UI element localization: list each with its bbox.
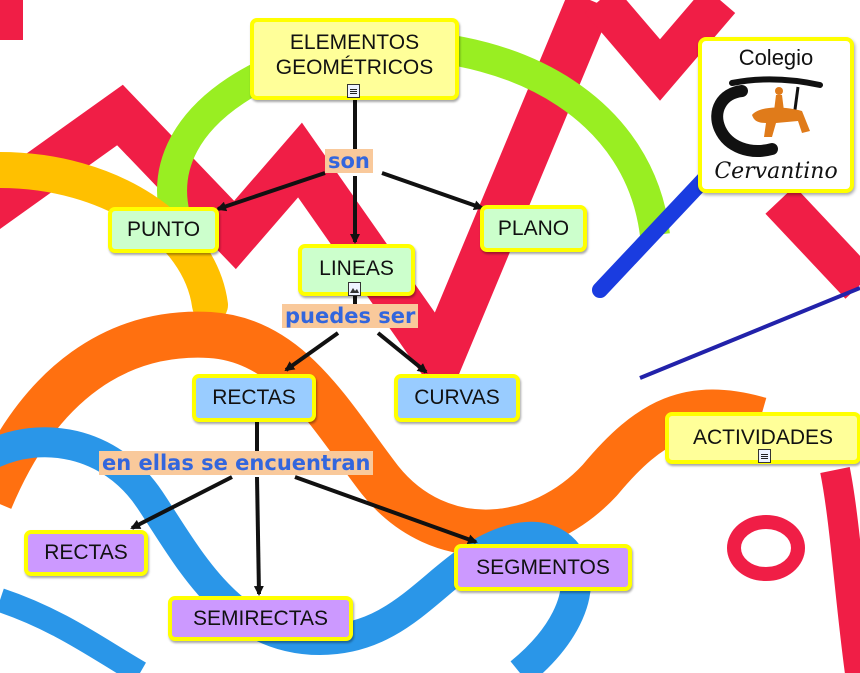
node-rectas-2[interactable]: RECTAS <box>24 530 148 576</box>
image-icon[interactable] <box>348 282 361 296</box>
quijote-emblem-icon <box>711 76 823 157</box>
node-punto-label: PUNTO <box>126 218 201 242</box>
node-actividades-label: ACTIVIDADES <box>692 426 834 449</box>
link-label-son: son <box>325 149 373 173</box>
note-icon[interactable] <box>758 449 771 463</box>
node-segmentos[interactable]: SEGMENTOS <box>454 544 632 591</box>
link-ellas-segmentos <box>294 475 478 545</box>
link-label-puedes-ser: puedes ser <box>282 304 419 328</box>
node-plano-label: PLANO <box>497 216 570 240</box>
node-punto[interactable]: PUNTO <box>108 207 219 253</box>
note-icon[interactable] <box>347 84 360 98</box>
node-elementos-geometricos[interactable]: ELEMENTOS GEOMÉTRICOS <box>250 18 459 100</box>
link-ellas-rectas2 <box>130 475 233 530</box>
node-rectas-2-label: RECTAS <box>44 541 128 565</box>
node-title-line1: ELEMENTOS <box>289 31 420 54</box>
link-son-plano <box>381 171 484 211</box>
link-label-en-ellas: en ellas se encuentran <box>99 451 374 475</box>
link-son-punto <box>216 171 326 212</box>
node-semirectas[interactable]: SEMIRECTAS <box>168 596 353 641</box>
link-puedes-rectas <box>284 331 340 372</box>
node-rectas[interactable]: RECTAS <box>192 374 316 422</box>
node-curvas-label: CURVAS <box>414 386 500 410</box>
logo-bottom-text: Cervantino <box>714 159 838 184</box>
node-lineas-label: LINEAS <box>319 257 394 280</box>
node-segmentos-label: SEGMENTOS <box>476 555 610 579</box>
node-rectas-label: RECTAS <box>212 386 296 410</box>
logo-top-text: Colegio <box>738 45 814 70</box>
node-title-line2: GEOMÉTRICOS <box>275 56 434 80</box>
node-semirectas-label: SEMIRECTAS <box>193 606 328 630</box>
link-puedes-curvas <box>376 331 428 374</box>
node-plano[interactable]: PLANO <box>480 205 587 252</box>
node-curvas[interactable]: CURVAS <box>394 374 520 422</box>
link-ellas-semirectas <box>253 476 264 596</box>
colegio-cervantino-logo[interactable]: Colegio Cervantino <box>698 37 854 193</box>
